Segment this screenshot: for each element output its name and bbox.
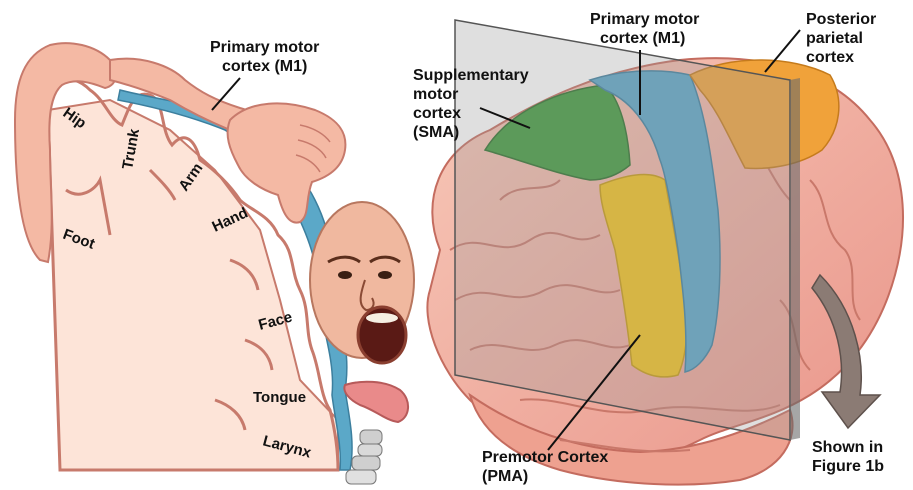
label-ppc-line1: Posterior	[806, 11, 876, 28]
label-pma-line1: Premotor Cortex	[482, 449, 608, 466]
label-fig-line2: Figure 1b	[812, 458, 884, 475]
homunculus-eye-right	[378, 271, 392, 279]
label-tongue: Tongue	[253, 389, 306, 406]
label-m1-left-line2: cortex (M1)	[222, 58, 307, 75]
label-fig-line1: Shown in	[812, 439, 883, 456]
label-ppc-line3: cortex	[806, 49, 854, 66]
homunculus-teeth	[366, 313, 398, 323]
label-sma-line2: motor	[413, 86, 458, 103]
label-sma-line4: (SMA)	[413, 124, 459, 141]
section-plane-edge	[790, 78, 800, 440]
label-m1-right-line2: cortex (M1)	[600, 30, 685, 47]
label-m1-right-line1: Primary motor	[590, 11, 699, 28]
lateral-brain: Supplementary motor cortex (SMA) Primary…	[413, 11, 903, 485]
label-sma-line1: Supplementary	[413, 67, 529, 84]
homunculus-eye-left	[338, 271, 352, 279]
label-sma-line3: cortex	[413, 105, 461, 122]
label-ppc-line2: parietal	[806, 30, 863, 47]
homunculus-tongue	[344, 382, 408, 422]
label-m1-left-line1: Primary motor	[210, 39, 319, 56]
coronal-slice: Hip Trunk Arm Hand Foot Face Tongue Lary…	[15, 39, 414, 484]
label-pma-line2: (PMA)	[482, 468, 528, 485]
